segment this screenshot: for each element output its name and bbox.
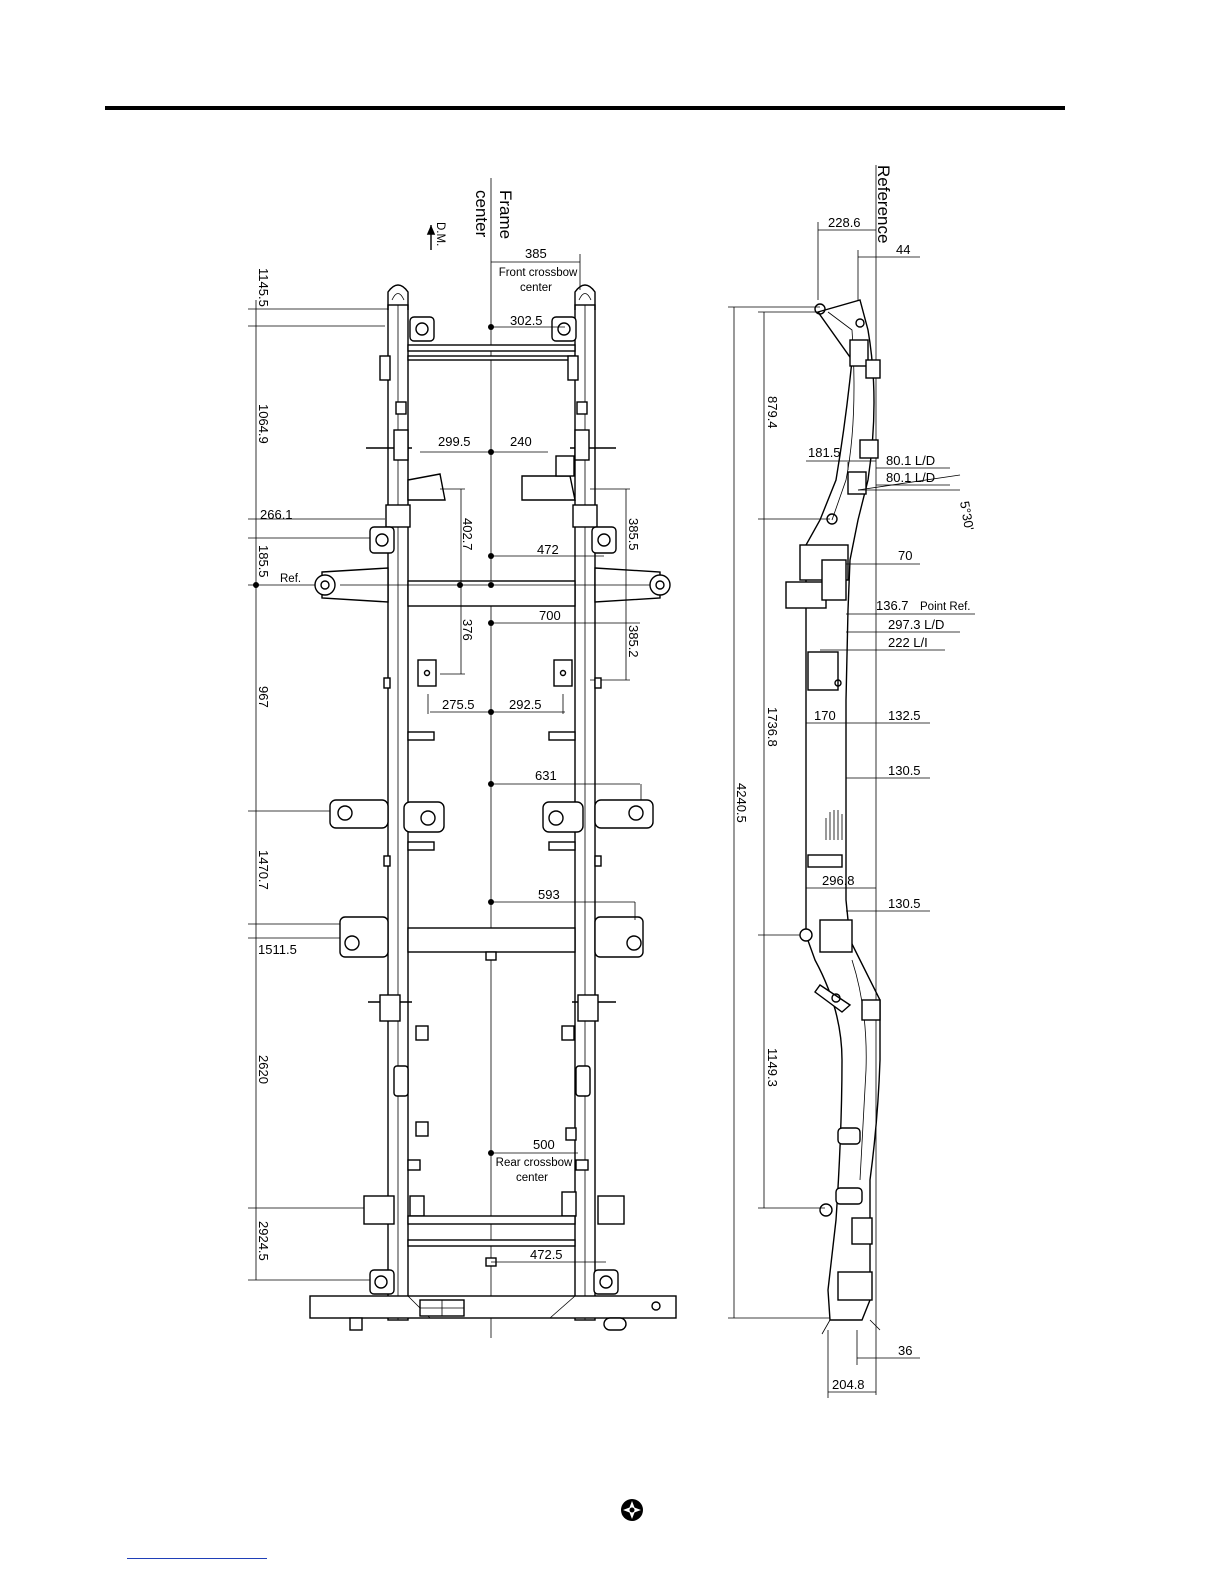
ref-label: Ref. xyxy=(280,573,301,585)
dim-130-5-a: 130.5 xyxy=(888,763,921,778)
rear-crossbow-label-1: Rear crossbow xyxy=(496,1157,573,1169)
dim-130-5-b: 130.5 xyxy=(888,896,921,911)
dim-593: 593 xyxy=(538,887,560,902)
dim-181-5: 181.5 xyxy=(808,445,841,460)
dim-292-5: 292.5 xyxy=(509,697,542,712)
dim-80-1-b: 80.1 L/D xyxy=(886,470,935,485)
dim-1064-9: 1064.9 xyxy=(256,404,271,444)
dim-385-2: 385.2 xyxy=(626,625,641,658)
reference-label: Reference xyxy=(874,165,893,243)
dim-5-30: 5°30' xyxy=(957,500,977,532)
dim-2924-5: 2924.5 xyxy=(256,1221,271,1261)
dim-967: 967 xyxy=(256,686,271,708)
dim-472: 472 xyxy=(537,542,559,557)
dim-376: 376 xyxy=(460,619,475,641)
plan-view xyxy=(248,178,677,1338)
dim-136-7: 136.7 xyxy=(876,598,909,613)
dim-2620: 2620 xyxy=(256,1055,271,1084)
dim-1145-5: 1145.5 xyxy=(256,268,271,307)
dim-36: 36 xyxy=(898,1343,912,1358)
dim-4240-5: 4240.5 xyxy=(734,783,749,823)
dim-185-5: 185.5 xyxy=(256,545,271,578)
dim-170: 170 xyxy=(814,708,836,723)
rear-crossbow-label-2: center xyxy=(516,1172,548,1184)
dim-297-3: 297.3 L/D xyxy=(888,617,944,632)
dim-472-5: 472.5 xyxy=(530,1247,563,1262)
dim-1470-7: 1470.7 xyxy=(256,850,271,890)
side-view xyxy=(728,165,975,1398)
point-ref-label: Point Ref. xyxy=(920,601,971,613)
dim-266-1: 266.1 xyxy=(260,507,293,522)
dim-1511-5: 1511.5 xyxy=(258,942,297,957)
dim-222: 222 L/I xyxy=(888,635,928,650)
direction-label: D.M. xyxy=(434,222,446,246)
dim-385: 385 xyxy=(525,246,547,261)
dim-1149-3: 1149.3 xyxy=(765,1048,780,1087)
side-labels: Reference 228.6 44 879.4 4240.5 1736.8 1… xyxy=(734,165,977,1392)
dim-44: 44 xyxy=(896,242,910,257)
dim-302-5: 302.5 xyxy=(510,313,543,328)
footer-link-underline[interactable] xyxy=(127,1558,267,1559)
dim-80-1-a: 80.1 L/D xyxy=(886,453,935,468)
dim-70: 70 xyxy=(898,548,912,563)
frame-center-label: center xyxy=(472,190,491,238)
dim-132-5: 132.5 xyxy=(888,708,921,723)
dim-275-5: 275.5 xyxy=(442,697,475,712)
dim-879-4: 879.4 xyxy=(765,396,780,429)
dim-402-7: 402.7 xyxy=(460,518,475,551)
dim-500: 500 xyxy=(533,1137,555,1152)
compass-star-logo-icon xyxy=(621,1499,643,1521)
dim-228-6: 228.6 xyxy=(828,215,861,230)
dim-204-8: 204.8 xyxy=(832,1377,865,1392)
dim-700: 700 xyxy=(539,608,561,623)
dim-296-8: 296.8 xyxy=(822,873,855,888)
front-crossbow-label-1: Front crossbow xyxy=(499,267,578,279)
plan-labels: Frame center D.M. Front crossbow center … xyxy=(256,190,641,1262)
front-crossbow-label-2: center xyxy=(520,282,552,294)
dim-631: 631 xyxy=(535,768,557,783)
dim-1736-8: 1736.8 xyxy=(765,707,780,747)
dim-240: 240 xyxy=(510,434,532,449)
header-rule xyxy=(105,106,1065,110)
frame-center-label-1: Frame xyxy=(496,190,515,239)
dim-385-5: 385.5 xyxy=(626,518,641,551)
dim-299-5: 299.5 xyxy=(438,434,471,449)
centerline-dots xyxy=(488,324,494,1265)
